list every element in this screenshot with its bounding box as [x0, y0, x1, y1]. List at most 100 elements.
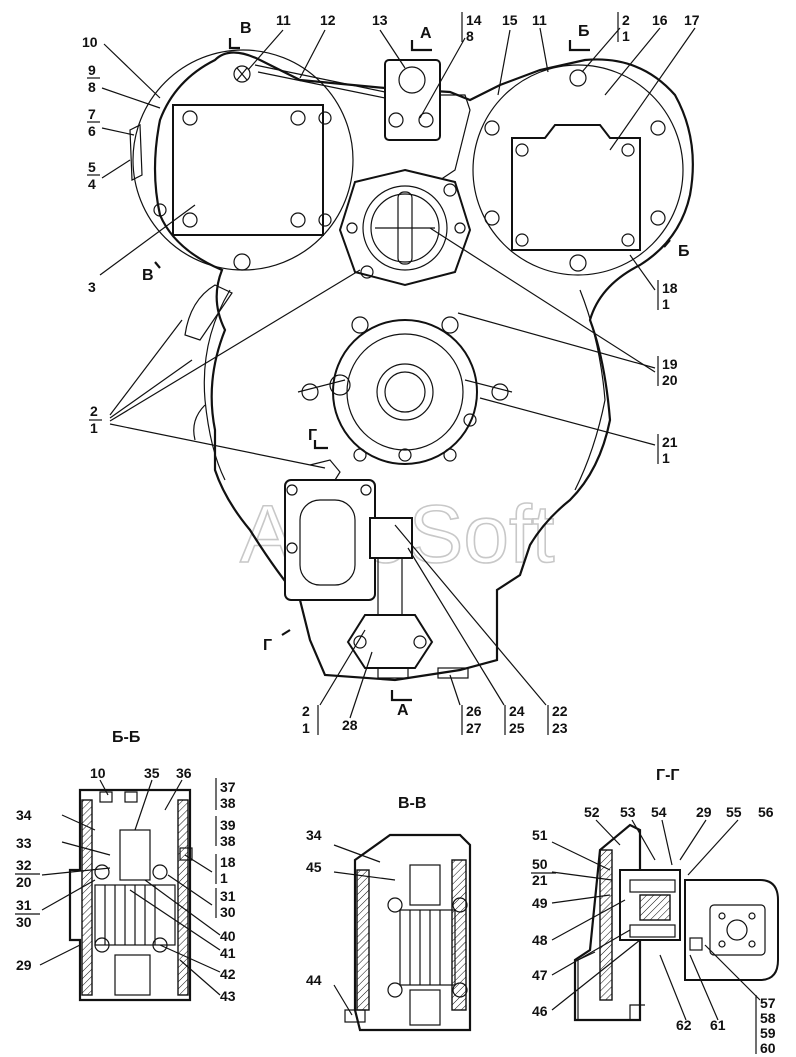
- bolt-icon: [621, 233, 635, 247]
- callout-2b: 2: [90, 403, 98, 419]
- bb-callout-34: 34: [16, 807, 32, 823]
- bolt-icon: [388, 112, 404, 128]
- bb-callout-36: 36: [176, 765, 192, 781]
- vv-callout-45: 45: [306, 859, 322, 875]
- pipe-flange-28: [346, 614, 434, 669]
- callout-1d: 1: [662, 450, 670, 466]
- bb-callout-30b: 30: [220, 904, 236, 920]
- bolt-icon: [413, 635, 427, 649]
- callout-11: 11: [276, 12, 291, 28]
- right-cover: [472, 64, 684, 276]
- bolt-icon: [318, 111, 332, 125]
- lower-pump-assembly: [284, 459, 469, 679]
- main-housing-view: [99, 27, 696, 719]
- callout-23: 23: [552, 720, 568, 736]
- bb-callout-32: 32: [16, 857, 32, 873]
- callout-8: 8: [88, 79, 96, 95]
- bolt-icon: [290, 212, 306, 228]
- callout-8b: 8: [466, 28, 474, 44]
- callout-26: 26: [466, 703, 482, 719]
- bolt-icon: [353, 635, 367, 649]
- callout-22: 22: [552, 703, 568, 719]
- vv-callout-34: 34: [306, 827, 322, 843]
- bb-callout-42: 42: [220, 966, 236, 982]
- vv-callout-44: 44: [306, 972, 322, 988]
- left-clamp: [129, 124, 143, 181]
- callout-6: 6: [88, 123, 96, 139]
- callout-1b: 1: [662, 296, 670, 312]
- callout-17: 17: [684, 12, 700, 28]
- filler-plug-icon: [233, 65, 251, 83]
- pump-bracket: [384, 59, 471, 181]
- bb-callout-40: 40: [220, 928, 236, 944]
- gg-callout-47: 47: [532, 967, 548, 983]
- gg-callout-61: 61: [710, 1017, 726, 1033]
- callout-12: 12: [320, 12, 336, 28]
- callout-20: 20: [662, 372, 678, 388]
- bolt-icon: [484, 210, 500, 226]
- section-gg-title: Г-Г: [656, 767, 679, 784]
- bb-callout-35: 35: [144, 765, 160, 781]
- bb-callout-39: 39: [220, 817, 236, 833]
- bolt-icon: [621, 143, 635, 157]
- bb-callout-33: 33: [16, 835, 32, 851]
- callout-10: 10: [82, 34, 98, 50]
- bolt-icon: [318, 213, 332, 227]
- section-letter-v-top: В: [240, 20, 252, 37]
- bb-callout-38: 38: [220, 795, 236, 811]
- section-letters: В А Б В Б Г Г А: [142, 20, 690, 719]
- gg-callout-59: 59: [760, 1025, 776, 1041]
- callout-27: 27: [466, 720, 482, 736]
- callout-1e: 1: [302, 720, 310, 736]
- section-bb-callouts: 10 35 36 37 38 34 39 38 33 32 20 18 1 31…: [15, 765, 236, 1004]
- section-letter-b-top: Б: [578, 23, 590, 40]
- callout-19: 19: [662, 356, 678, 372]
- callout-16: 16: [652, 12, 668, 28]
- gg-callout-48: 48: [532, 932, 548, 948]
- bolt-icon: [286, 484, 298, 496]
- bolt-icon: [182, 110, 198, 126]
- gg-callout-58: 58: [760, 1010, 776, 1026]
- right-cover-plate: [511, 124, 641, 251]
- section-gg-leaders: [551, 819, 761, 1021]
- gg-callout-60: 60: [760, 1040, 776, 1056]
- section-letter-b-right: Б: [678, 243, 690, 260]
- bolt-icon: [443, 183, 457, 197]
- section-vv-callouts: 34 45 44: [306, 827, 322, 988]
- gg-callout-62: 62: [676, 1017, 692, 1033]
- section-letter-v-left: В: [142, 267, 154, 284]
- bolt-icon: [286, 542, 298, 554]
- gg-callout-50: 50: [532, 856, 548, 872]
- right-rib: [574, 289, 606, 491]
- section-vv-title: В-В: [398, 795, 426, 812]
- section-letter-a-bottom: А: [397, 702, 409, 719]
- bolt-icon: [182, 212, 198, 228]
- bolt-icon: [515, 233, 529, 247]
- gg-callout-46: 46: [532, 1003, 548, 1019]
- bb-callout-29: 29: [16, 957, 32, 973]
- middle-flange: [338, 168, 472, 287]
- gg-callout-51: 51: [532, 827, 548, 843]
- gg-callout-21: 21: [532, 872, 548, 888]
- bolt-icon: [650, 120, 666, 136]
- filler-plug-icon: [569, 69, 587, 87]
- gg-callout-57: 57: [760, 995, 776, 1011]
- callout-14: 14: [466, 12, 482, 28]
- gg-callout-53: 53: [620, 804, 636, 820]
- section-bb-leaders: [39, 779, 221, 996]
- left-rib: [203, 289, 231, 481]
- callout-25: 25: [509, 720, 525, 736]
- callout-5: 5: [88, 159, 96, 175]
- section-vv-drawing: [333, 833, 472, 1032]
- bb-callout-37: 37: [220, 779, 236, 795]
- gg-callout-56: 56: [758, 804, 774, 820]
- callout-28: 28: [342, 717, 358, 733]
- bolt-icon: [418, 112, 434, 128]
- callout-1: 1: [622, 28, 630, 44]
- section-letter-g-low: Г: [263, 637, 272, 654]
- gg-callout-54: 54: [651, 804, 667, 820]
- breather-tube: [254, 64, 386, 99]
- drain-plug-icon: [233, 253, 251, 271]
- callout-13: 13: [372, 12, 388, 28]
